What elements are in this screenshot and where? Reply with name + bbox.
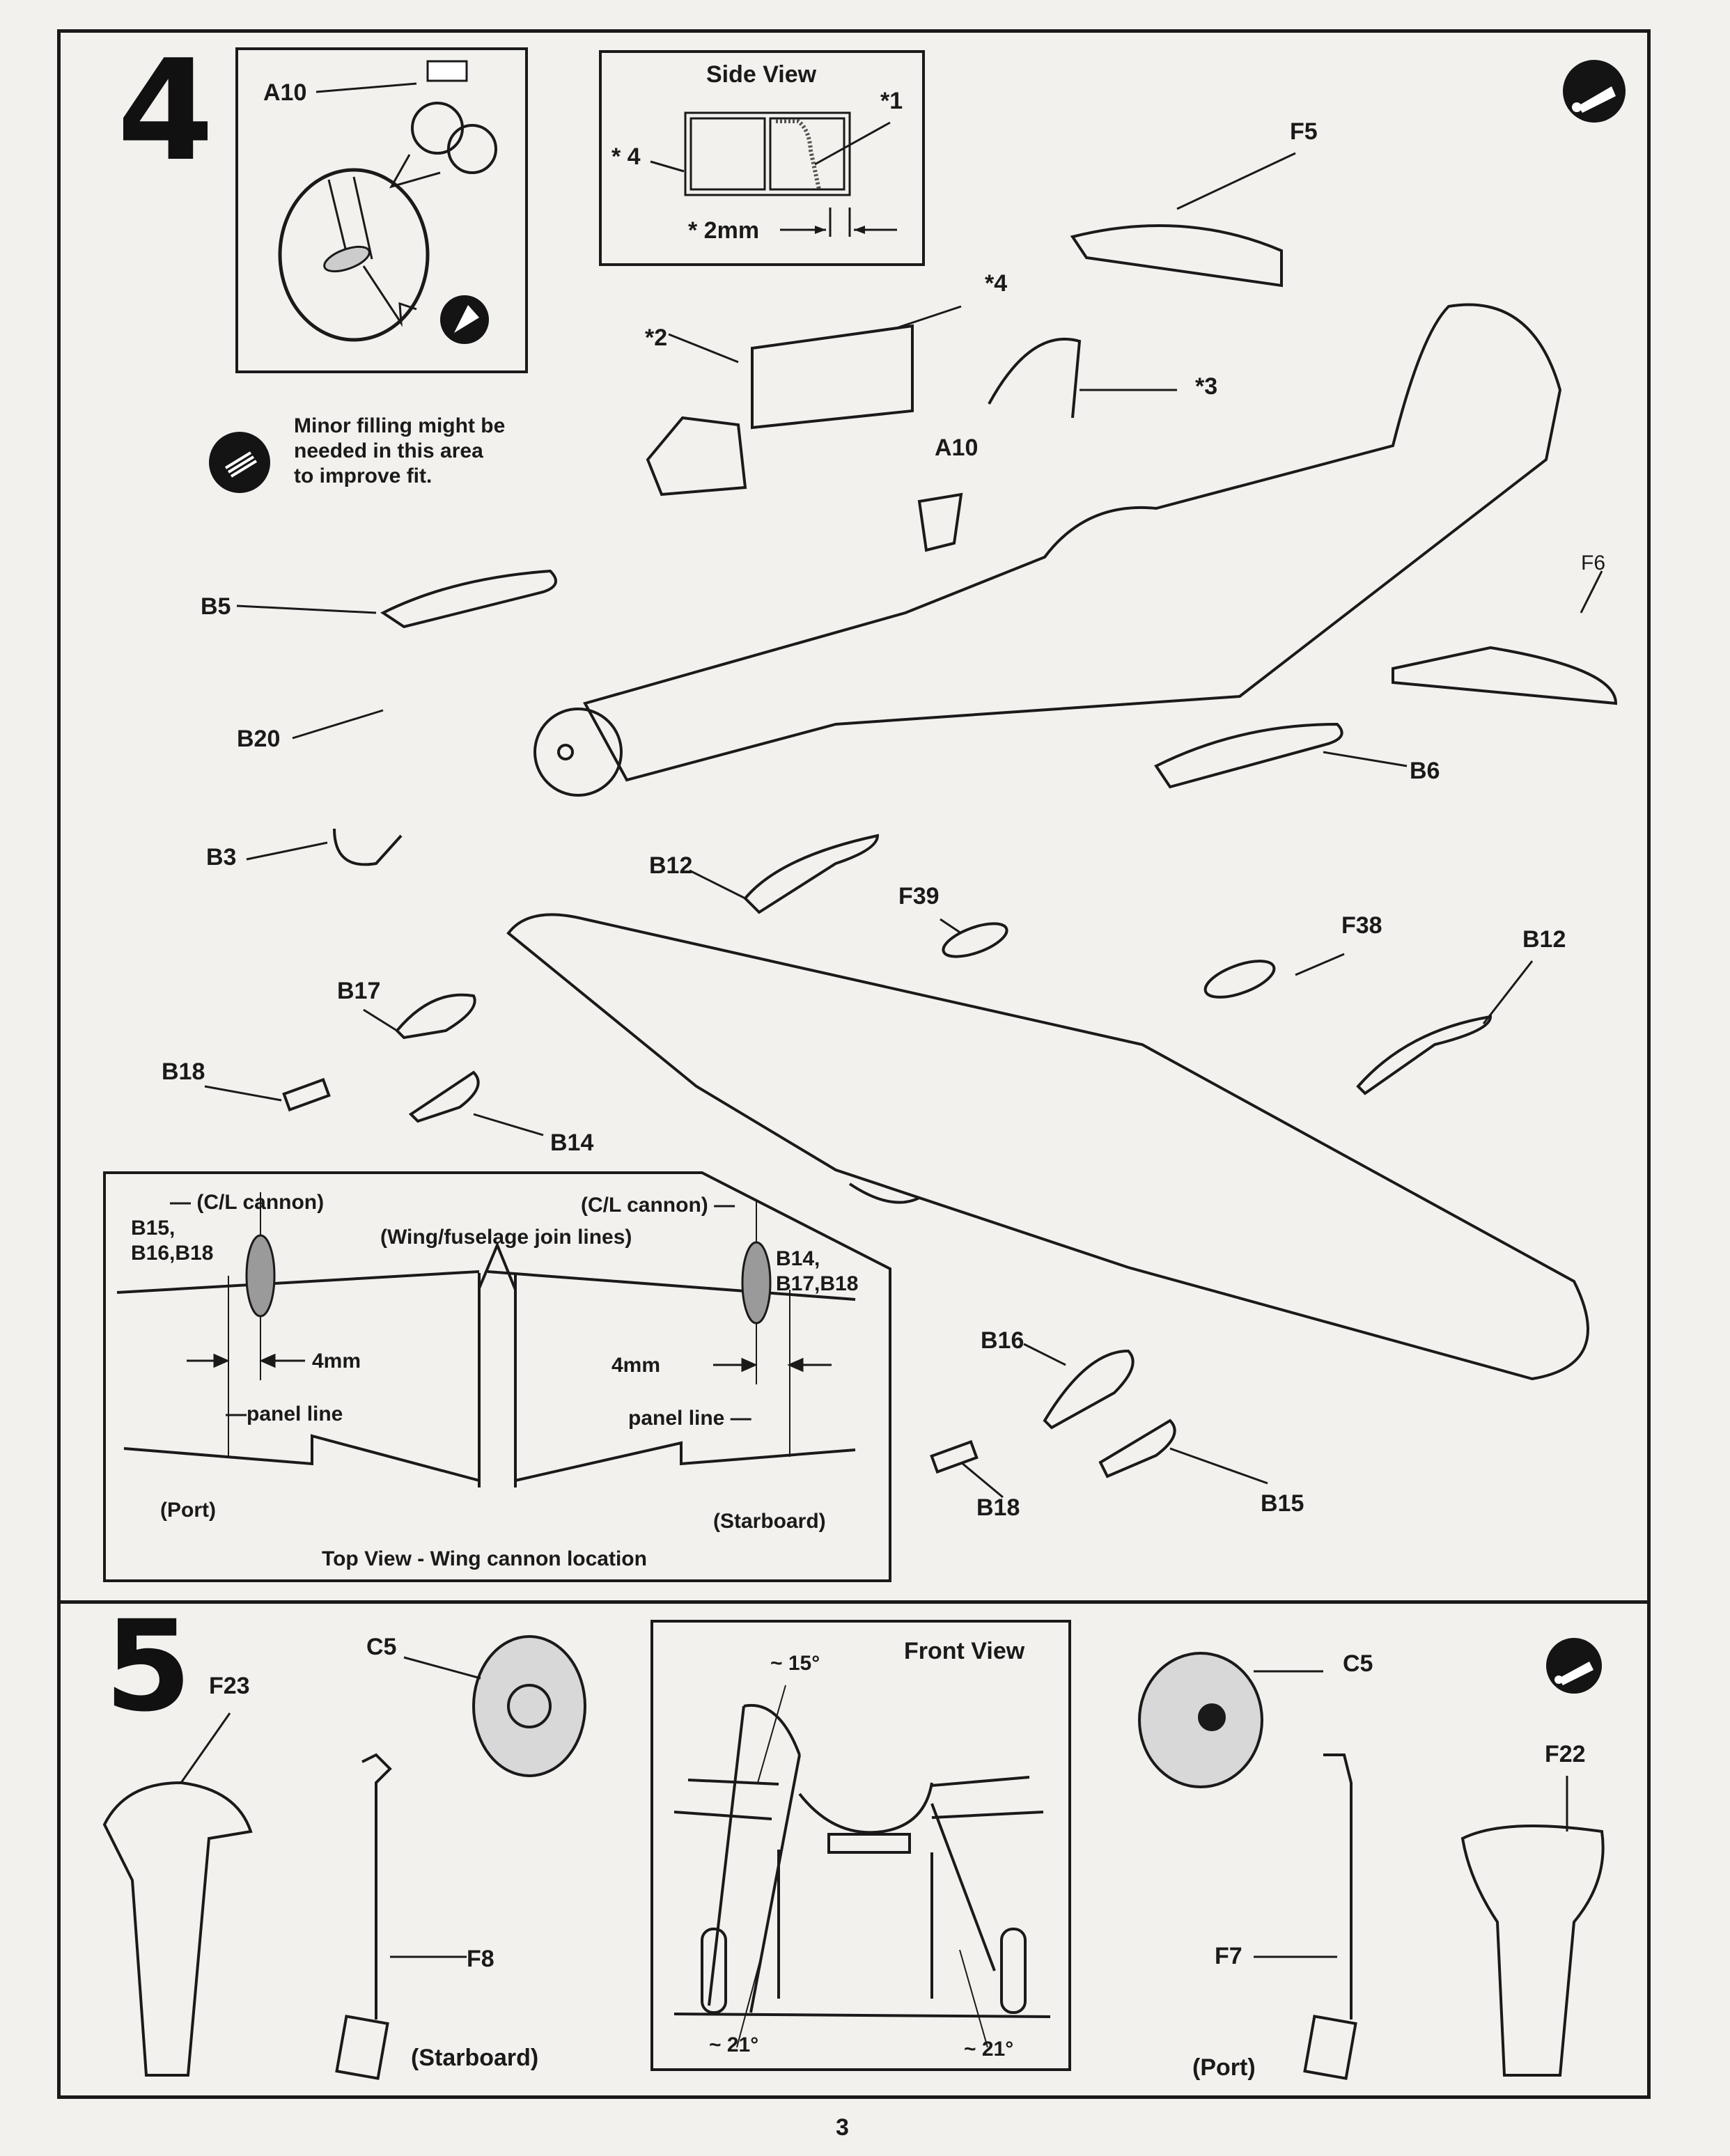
- part-label-b15: B15: [1261, 1490, 1304, 1517]
- port-gear-label: (Port): [1192, 2054, 1256, 2081]
- step-number: 5: [104, 1594, 192, 1740]
- part-label-b17: B17: [337, 978, 381, 1004]
- parts-line: B14,: [776, 1247, 820, 1270]
- part-label-b18-right: B18: [976, 1494, 1020, 1521]
- part-label-b12-left: B12: [649, 852, 693, 879]
- part-label-f39: F39: [898, 883, 940, 909]
- front-view-title: Front View: [904, 1638, 1025, 1664]
- canopy-side-diagram: [650, 111, 897, 237]
- part-label-b16: B16: [981, 1327, 1024, 1354]
- part-label-f23: F23: [209, 1673, 250, 1699]
- note-line: to improve fit.: [294, 464, 432, 487]
- part-label-f38: F38: [1341, 912, 1382, 939]
- panel-line-right: panel line —: [628, 1407, 751, 1430]
- note-line: Minor filling might be: [294, 414, 506, 437]
- starboard-label: (Starboard): [713, 1510, 826, 1533]
- top-view-caption: Top View - Wing cannon location: [322, 1547, 647, 1570]
- filler-putty-icon: [209, 432, 270, 493]
- side-view-title: Side View: [706, 61, 817, 88]
- part-label-b18-left: B18: [162, 1059, 205, 1085]
- join-lines-label: (Wing/fuselage join lines): [380, 1226, 632, 1249]
- angle-21-left: ~ 21°: [709, 2033, 759, 2056]
- glue-inset: A10: [235, 47, 528, 373]
- glue-applicator-icon: [440, 295, 489, 344]
- cl-cannon-right: (C/L cannon) —: [581, 1194, 735, 1217]
- part-label-star4: *4: [985, 270, 1008, 297]
- part-label-star3: *3: [1195, 373, 1218, 400]
- part-label-b3: B3: [206, 844, 237, 870]
- callout-star-4: * 4: [611, 143, 641, 170]
- part-label-star2: *2: [645, 325, 668, 351]
- top-view-inset: — (C/L cannon) (C/L cannon) — (Wing/fuse…: [103, 1171, 891, 1582]
- part-label-f8: F8: [467, 1946, 494, 1972]
- paint-tube-icon: [1546, 1638, 1602, 1694]
- front-view-inset: Front View ~ 15° ~ 21° ~ 21°: [650, 1620, 1071, 2071]
- port-label: (Port): [160, 1499, 216, 1522]
- paint-tube-icon: [1563, 60, 1626, 123]
- part-label-a10: A10: [935, 435, 979, 461]
- side-view-inset: Side View *1 * 4 * 2mm: [599, 50, 925, 266]
- dimension-4mm-right: 4mm: [611, 1354, 661, 1377]
- part-label-f6: F6: [1581, 552, 1606, 575]
- part-label-a10-inset: A10: [263, 79, 307, 106]
- part-label-c5-left: C5: [366, 1634, 397, 1660]
- angle-15: ~ 15°: [770, 1652, 820, 1675]
- part-label-c5-right: C5: [1343, 1650, 1373, 1677]
- dimension-4mm-left: 4mm: [312, 1350, 361, 1373]
- parts-line: B15,: [131, 1217, 176, 1240]
- page-number: 3: [836, 2114, 849, 2141]
- panel-line-left: —panel line: [226, 1403, 343, 1425]
- part-label-b6: B6: [1410, 758, 1440, 784]
- part-label-f22: F22: [1545, 1741, 1586, 1767]
- callout-star-1: *1: [880, 88, 903, 114]
- parts-port-label: B15, B16,B18: [131, 1216, 213, 1266]
- angle-21-right: ~ 21°: [964, 2038, 1014, 2061]
- dimension-2mm: * 2mm: [688, 217, 760, 244]
- step-number: 4: [117, 30, 215, 192]
- starboard-gear-label: (Starboard): [411, 2045, 539, 2071]
- wing-cannon-diagram: [103, 1171, 891, 1582]
- note-line: needed in this area: [294, 439, 483, 462]
- part-label-b20: B20: [237, 726, 281, 752]
- control-column-diagram: [278, 60, 497, 342]
- step-divider: [57, 1600, 1651, 1604]
- cl-cannon-left: — (C/L cannon): [170, 1191, 325, 1214]
- part-label-f7: F7: [1215, 1943, 1242, 1969]
- parts-line: B17,B18: [776, 1272, 859, 1295]
- filling-note: Minor filling might be needed in this ar…: [294, 414, 505, 489]
- parts-starboard-label: B14, B17,B18: [776, 1247, 858, 1297]
- part-label-f5: F5: [1290, 118, 1318, 145]
- part-label-b14: B14: [550, 1130, 594, 1156]
- instruction-page-frame: [57, 29, 1651, 2099]
- part-label-b5: B5: [201, 593, 231, 620]
- landing-gear-front-diagram: [673, 1685, 1051, 2048]
- parts-line: B16,B18: [131, 1242, 214, 1265]
- part-label-b12-right: B12: [1522, 926, 1566, 953]
